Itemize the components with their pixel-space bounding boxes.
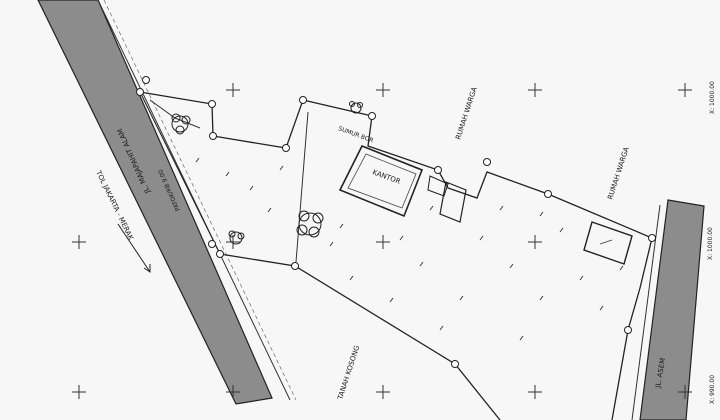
well-label: SUMUR BOR xyxy=(337,125,374,144)
grid-cross-marks xyxy=(72,83,692,399)
guard-post xyxy=(583,221,633,265)
road-band-northwest xyxy=(37,0,273,405)
road-edge-line xyxy=(103,0,297,401)
tree-icon xyxy=(349,101,363,114)
tree-icon xyxy=(228,230,245,245)
spot-elevation-marks xyxy=(195,157,624,341)
road-edge-line xyxy=(631,204,661,420)
small-building xyxy=(427,175,449,197)
guard-post-mark xyxy=(599,239,613,245)
coordinate-label: X: 990.00 xyxy=(709,375,716,404)
house-label-right: RUMAH WARGA xyxy=(606,146,631,201)
office-building-inner xyxy=(347,153,417,209)
office-building xyxy=(338,144,424,218)
survey-marker-icon xyxy=(136,76,656,368)
house-label-top: RUMAH WARGA xyxy=(454,86,479,141)
inner-boundary xyxy=(295,111,309,263)
tree-icon xyxy=(296,210,324,238)
road-band-southeast xyxy=(639,199,705,420)
plot-boundary xyxy=(139,91,221,255)
vacant-land-label: TANAH KOSONG xyxy=(336,345,361,402)
coordinate-label: X: 1000.00 xyxy=(707,227,714,260)
office-label: KANTOR xyxy=(371,168,401,186)
road-edge-line xyxy=(97,0,291,401)
plot-boundary xyxy=(219,253,501,420)
coordinate-label: X: 1000.00 xyxy=(709,81,716,114)
tree-icon xyxy=(171,113,191,135)
plot-boundary xyxy=(139,91,653,420)
small-building xyxy=(439,181,467,223)
direction-arrow-icon xyxy=(117,223,151,273)
